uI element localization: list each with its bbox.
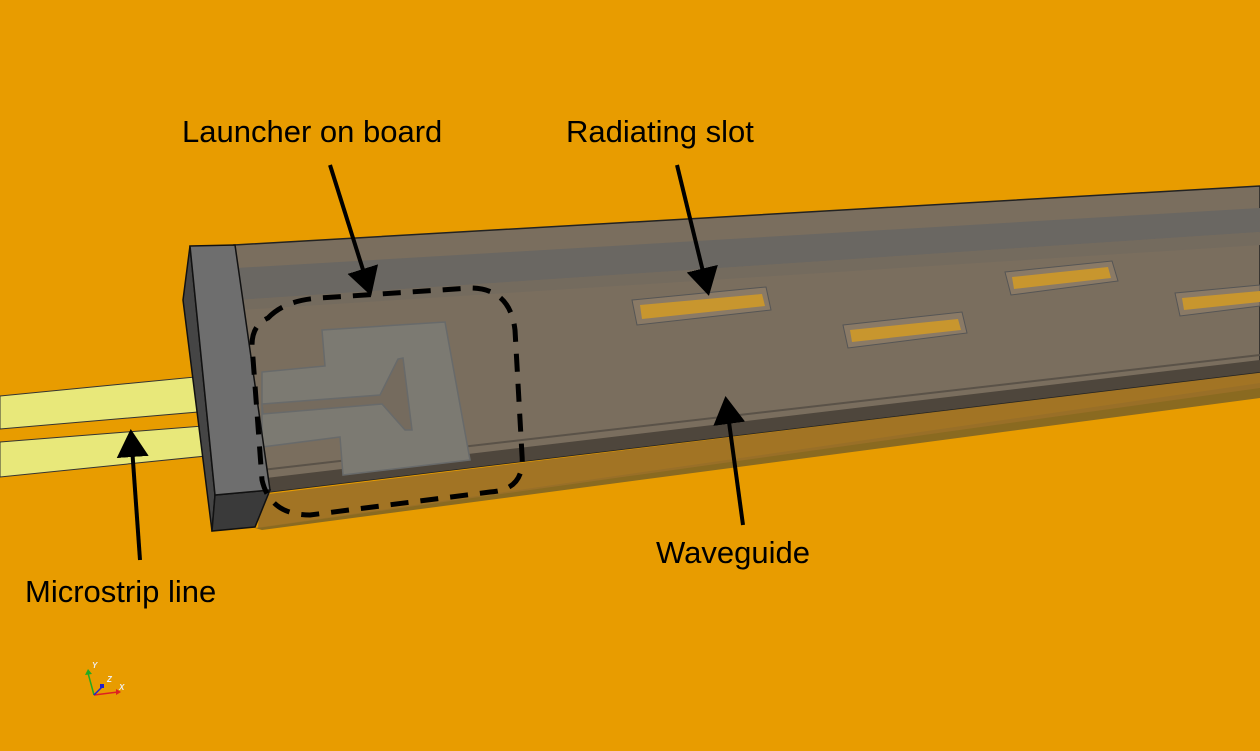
launcher-label: Launcher on board	[182, 114, 443, 149]
launcher-patch	[261, 321, 471, 476]
end-flange	[182, 244, 272, 532]
launcher-highlight-outline	[249, 285, 525, 518]
waveguide-arrow	[713, 396, 746, 526]
microstrip-line	[0, 376, 207, 478]
axis-z-label: Z	[106, 675, 113, 684]
axis-x-label: X	[118, 683, 125, 692]
waveguide-body	[233, 185, 1260, 530]
slot-arrow	[675, 164, 718, 296]
launcher-arrow	[328, 164, 379, 296]
radiating-slot-label: Radiating slot	[566, 114, 754, 149]
microstrip-label: Microstrip line	[25, 574, 217, 609]
waveguide-label: Waveguide	[656, 535, 810, 570]
radiating-slots	[631, 260, 1260, 349]
axis-y-label: Y	[92, 661, 98, 670]
microstrip-arrow	[116, 429, 149, 561]
axis-triad-icon: Y Z X	[85, 661, 125, 696]
